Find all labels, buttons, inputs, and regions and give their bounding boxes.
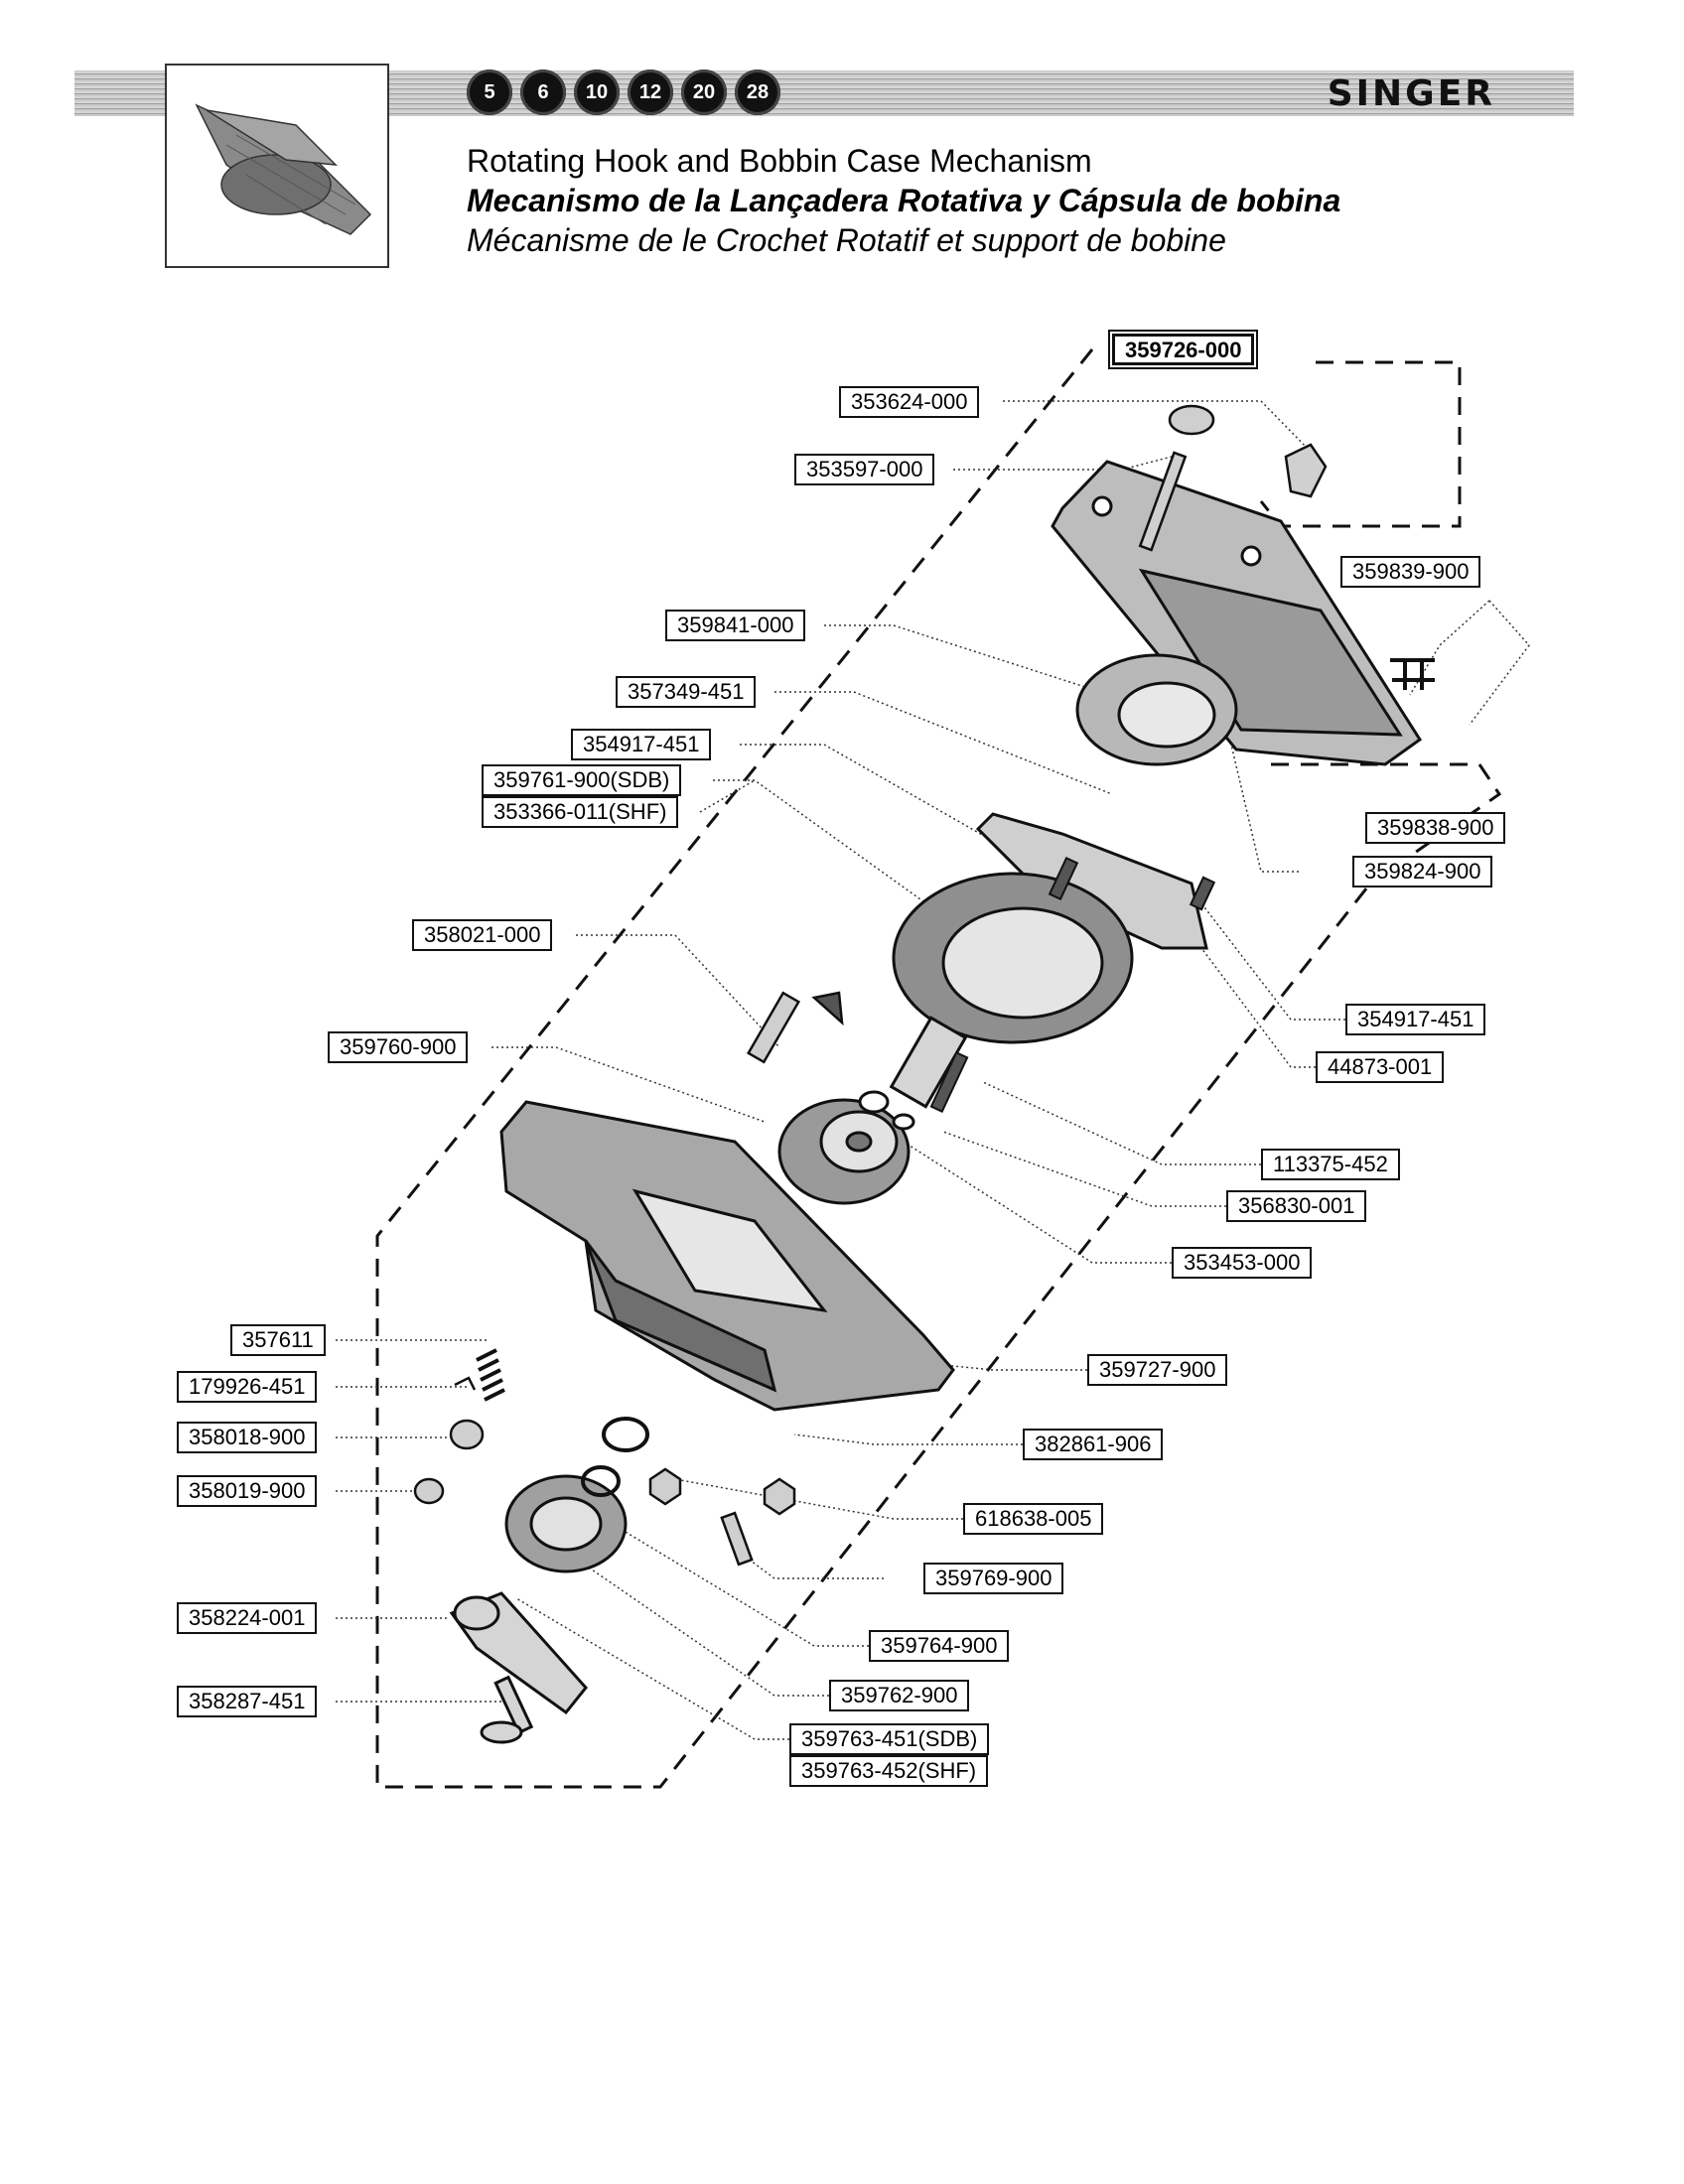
part-label: 618638-005	[963, 1503, 1104, 1535]
part-label: 353366-011(SHF)	[482, 796, 679, 828]
model-badge: 10	[574, 69, 620, 115]
leader-lines	[336, 400, 1530, 1740]
brand-logo: SINGER	[1327, 73, 1495, 114]
part-label: 44873-001	[1316, 1051, 1445, 1083]
part-label: 358021-000	[412, 919, 553, 951]
screw-small	[1284, 443, 1328, 498]
part-label: 359762-900	[829, 1680, 970, 1711]
model-badges: 5 6 10 12 20 28	[467, 69, 780, 117]
screws	[929, 857, 1216, 1114]
part-label: 113375-452	[1261, 1149, 1400, 1180]
part-label: 179926-451	[177, 1371, 318, 1403]
part-label: 358224-001	[177, 1602, 318, 1634]
part-label: 358287-451	[177, 1686, 318, 1717]
part-label: 359761-900(SDB)	[482, 764, 682, 796]
hook-driver	[777, 1098, 911, 1205]
title-english: Rotating Hook and Bobbin Case Mechanism	[467, 143, 1092, 179]
lever-and-screw	[449, 1591, 588, 1744]
part-label: 353453-000	[1172, 1247, 1313, 1279]
part-label: 354917-451	[571, 729, 712, 760]
part-label: 359839-900	[1340, 556, 1481, 588]
spring	[476, 1348, 505, 1402]
part-label: 358018-900	[177, 1422, 318, 1453]
pin-part	[746, 991, 844, 1064]
model-badge: 12	[628, 69, 673, 115]
part-label: 382861-906	[1023, 1429, 1164, 1460]
part-label: 353597-000	[794, 454, 935, 485]
part-label-assembly: 359726-000	[1112, 334, 1255, 365]
part-label: 359727-900	[1087, 1354, 1228, 1386]
hook-thumbnail-image	[165, 64, 389, 268]
part-label: 353624-000	[839, 386, 980, 418]
washers	[858, 1090, 915, 1131]
rotating-hook	[889, 872, 1134, 1109]
part-label: 359841-000	[665, 610, 806, 641]
part-label: 359824-900	[1352, 856, 1493, 887]
spring-clip	[1390, 658, 1435, 690]
part-label: 358019-900	[177, 1475, 318, 1507]
model-badge: 6	[520, 69, 566, 115]
hook-support-frame	[499, 1100, 955, 1412]
part-label: 359764-900	[869, 1630, 1010, 1662]
small-parts-left	[413, 1376, 485, 1505]
model-badge: 20	[681, 69, 727, 115]
part-label: 354917-451	[1345, 1004, 1486, 1035]
part-label: 357611	[230, 1324, 326, 1356]
title-spanish: Mecanismo de la Lançadera Rotativa y Cáp…	[467, 183, 1341, 218]
rings	[581, 1417, 649, 1497]
part-label: 359763-452(SHF)	[789, 1755, 989, 1787]
throat-plate-pin	[1138, 404, 1215, 552]
model-badge: 28	[735, 69, 780, 115]
nuts-and-pin	[648, 1467, 796, 1567]
bobbin-case	[1075, 653, 1238, 766]
part-label: 359763-451(SDB)	[789, 1723, 990, 1755]
part-label: 359838-900	[1365, 812, 1506, 844]
model-badge: 5	[467, 69, 512, 115]
part-label: 357349-451	[616, 676, 757, 708]
part-label: 359760-900	[328, 1031, 469, 1063]
gear	[504, 1474, 628, 1573]
title-french: Mécanisme de le Crochet Rotatif et suppo…	[467, 222, 1226, 258]
part-label: 359769-900	[923, 1563, 1064, 1594]
part-label: 356830-001	[1226, 1190, 1367, 1222]
page-title: Rotating Hook and Bobbin Case Mechanism …	[467, 141, 1340, 260]
